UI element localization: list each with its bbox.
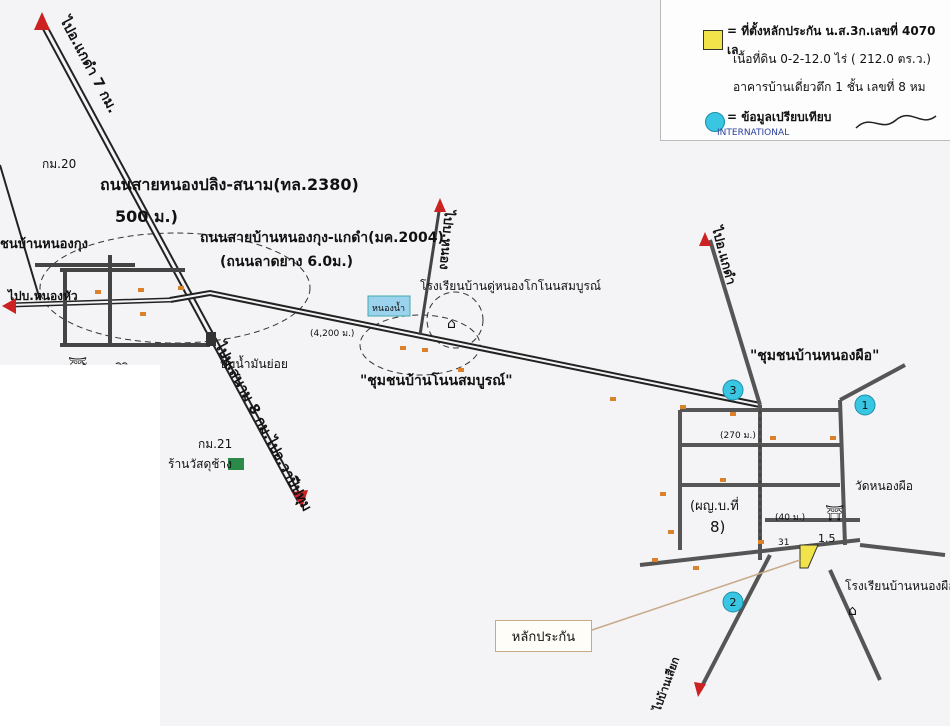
temple-east-icon: ⛩ xyxy=(825,504,844,522)
collateral-plot xyxy=(799,544,819,569)
arrow-north-icon xyxy=(34,12,50,30)
arrow-west-icon xyxy=(2,298,16,314)
comparison-swatch-icon xyxy=(705,112,725,132)
label-to-nong-hua: ไปบ.หนองหัว xyxy=(6,288,78,303)
school-east-icon: ⌂ xyxy=(848,603,857,619)
label-dist-15: 1.5 xyxy=(818,532,836,545)
school-icon: ⌂ xyxy=(447,316,456,332)
svg-text:1: 1 xyxy=(862,399,869,412)
label-dist-31: 31 xyxy=(778,538,789,548)
comparison-marker-1: 1 xyxy=(854,394,876,416)
label-community-mid: "ชุมชนบ้านโนนสมบูรณ์" xyxy=(360,371,513,389)
label-school-north: โรงเรียนบ้านดู่หนองโกโนนสมบูรณ์ xyxy=(420,279,601,294)
label-gas-station: ปั้มน้ำมันย่อย xyxy=(220,355,288,371)
label-post: (ผญ.บ.ที่ xyxy=(690,497,739,514)
label-paved: (ถนนลาดยาง 6.0ม.) xyxy=(220,254,353,270)
legend-area-text: เนื้อที่ดิน 0-2-12.0 ไร่ ( 212.0 ตร.ว.) xyxy=(733,52,931,66)
blank-corner xyxy=(0,365,160,726)
label-km21: กม.21 xyxy=(198,437,232,451)
label-community-east: "ชุมชนบ้านหนองผือ" xyxy=(750,348,879,364)
label-dist-40: (40 ม.) xyxy=(775,513,805,523)
legend-comparison-text: = ข้อมูลเปรียบเทียบ xyxy=(727,110,832,124)
arrow-south-icon xyxy=(292,490,308,508)
legend-panel: = ที่ตั้งหลักประกัน น.ส.3ก.เลขที่ 4070 เ… xyxy=(660,0,950,141)
shop-icon xyxy=(228,458,244,470)
label-dist-500: 500 ม.) xyxy=(115,207,178,226)
label-dist-4200: (4,200 ม.) xyxy=(310,329,354,339)
label-pond: หนองน้ำ xyxy=(372,301,405,314)
arrow-north-east-icon xyxy=(699,232,711,246)
label-dist-270: (270 ม.) xyxy=(720,431,756,441)
village-grid-west xyxy=(35,255,210,347)
label-post-num: 8) xyxy=(710,518,725,536)
legend-building-text: อาคารบ้านเดี่ยวตึก 1 ชั้น เลขที่ 8 หม xyxy=(733,80,926,94)
arrow-north-school-icon xyxy=(434,198,446,212)
label-ban-nong-kung: ชนบ้านหนองกุง xyxy=(0,236,88,252)
road-north-school xyxy=(418,204,442,336)
houses xyxy=(95,286,836,570)
gas-pump-icon xyxy=(206,332,216,346)
svg-text:2: 2 xyxy=(730,596,737,609)
comparison-marker-2: 2 xyxy=(722,591,744,613)
label-to-nong-north: ไปบ.หนอง xyxy=(436,208,458,271)
arrow-south-east-icon xyxy=(694,682,706,697)
label-road-2380: ถนนสายหนองปลิง-สนาม(ทล.2380) xyxy=(100,175,359,194)
collateral-swatch-icon xyxy=(703,30,723,50)
label-road-2004: ถนนสายบ้านหนองกุง-แกดำ(มค.2004) xyxy=(200,230,444,246)
label-school-east: โรงเรียนบ้านหนองผือ xyxy=(845,579,950,593)
comparison-marker-3: 3 xyxy=(722,379,744,401)
village-grid-east xyxy=(639,239,946,691)
label-shop: ร้านวัสดุช้าง xyxy=(168,457,232,472)
svg-text:3: 3 xyxy=(730,384,737,397)
label-km20: กม.20 xyxy=(42,157,76,171)
community-circle-school xyxy=(426,291,484,349)
collateral-callout: หลักประกัน xyxy=(495,620,592,652)
legend-stamp: INTERNATIONAL xyxy=(717,128,790,138)
pond xyxy=(367,295,411,317)
signature-icon xyxy=(855,114,937,129)
legend-plot-text: = ที่ตั้งหลักประกัน น.ส.3ก.เลขที่ 4070 เ… xyxy=(727,24,936,57)
label-to-bottom: ไปบ้านเสียก xyxy=(649,655,682,715)
label-temple-east: วัดหนองผือ xyxy=(855,479,913,493)
